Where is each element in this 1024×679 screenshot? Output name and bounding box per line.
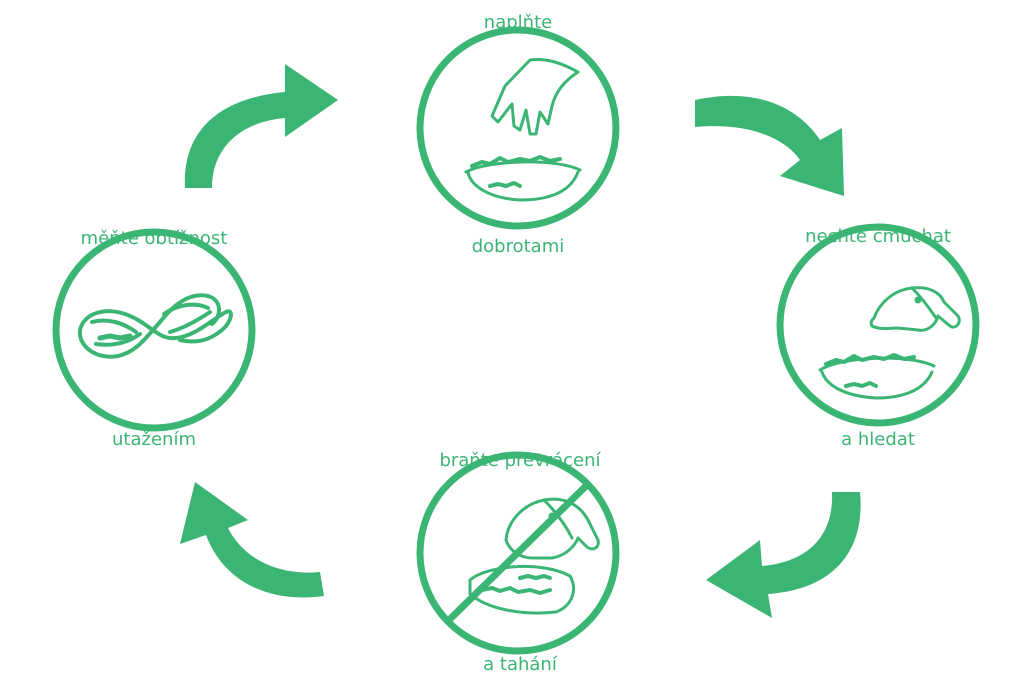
arrow-sniff-to-prevent — [706, 492, 861, 618]
arrow-difficulty-to-fill — [184, 64, 338, 188]
arrow-fill-to-sniff — [695, 95, 844, 196]
no-tipping-bowl-icon — [468, 497, 600, 615]
step-fill-top-label: naplňte — [484, 12, 552, 33]
step-sniff: nechte čmuchat a hledat — [776, 223, 980, 450]
step-sniff-bottom-label: a hledat — [841, 429, 915, 450]
step-fill-bottom-label: dobrotami — [472, 236, 565, 257]
step-prevent: braňte převrácení a tahání — [416, 450, 620, 675]
step-difficulty-top-label: měňte obtížnost — [81, 228, 228, 249]
step-fill-circle — [416, 26, 620, 230]
arrow-prevent-to-difficulty — [180, 482, 324, 598]
dog-sniffing-bowl-icon — [818, 286, 961, 400]
step-prevent-circle — [416, 451, 620, 655]
twisted-mat-icon — [77, 293, 233, 359]
cycle-arrows — [180, 64, 861, 618]
step-difficulty-bottom-label: utažením — [112, 429, 196, 450]
step-sniff-top-label: nechte čmuchat — [805, 226, 951, 247]
step-sniff-circle — [776, 223, 980, 427]
step-difficulty-circle — [52, 228, 256, 432]
step-fill: naplňte dobrotami — [416, 12, 620, 257]
step-prevent-top-label: braňte převrácení — [439, 450, 601, 471]
step-difficulty: měňte obtížnost utažením — [52, 228, 256, 450]
hand-sprinkling-bowl-icon — [464, 58, 582, 202]
step-prevent-bottom-label: a tahání — [483, 654, 558, 675]
